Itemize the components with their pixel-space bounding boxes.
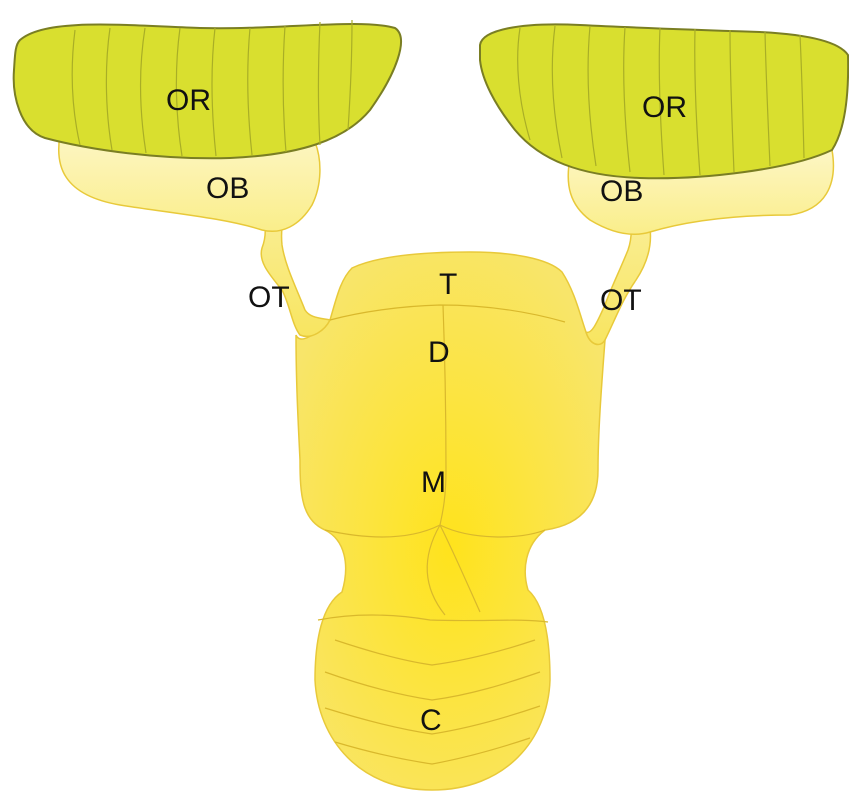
label-optic-retina-right: OR xyxy=(642,91,687,124)
label-optic-bulb-left: OB xyxy=(206,172,249,205)
label-cerebellum: C xyxy=(420,704,442,737)
label-optic-bulb-right: OB xyxy=(600,175,643,208)
label-deutocerebrum: D xyxy=(428,336,450,369)
label-optic-tract-right: OT xyxy=(600,284,642,317)
label-telencephalon: T xyxy=(439,268,457,301)
label-optic-retina-left: OR xyxy=(166,84,211,117)
label-optic-tract-left: OT xyxy=(248,281,290,314)
central-brain-body xyxy=(296,252,605,790)
label-midbrain: M xyxy=(421,466,446,499)
